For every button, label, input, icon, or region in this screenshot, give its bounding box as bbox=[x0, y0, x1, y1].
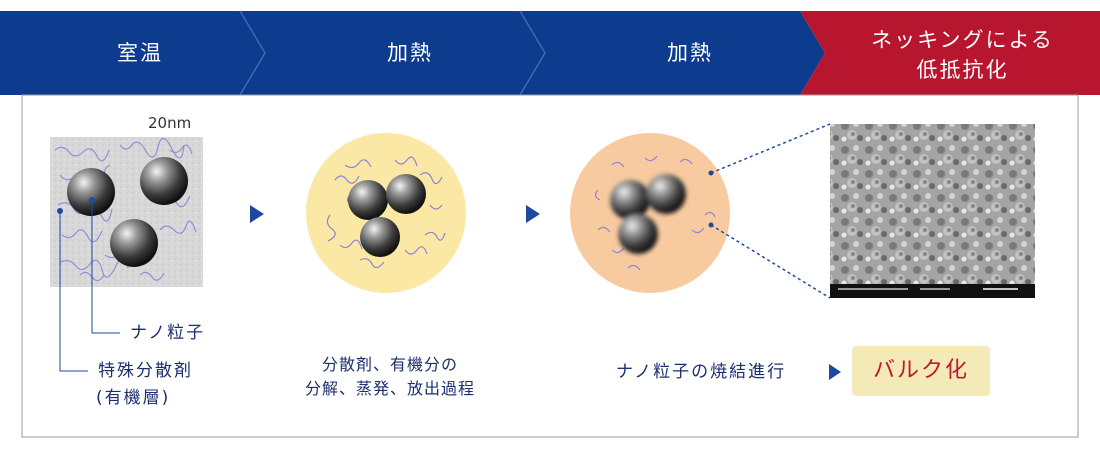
bulk-badge bbox=[852, 346, 990, 396]
dispersant-label-line2: (有機層) bbox=[96, 388, 171, 408]
arrow-right-icon bbox=[829, 364, 841, 380]
nanoparticle-micrograph bbox=[50, 137, 203, 287]
step-4-label-line2: 低抵抗化 bbox=[916, 58, 1009, 82]
sem-micrograph bbox=[830, 124, 1035, 298]
decomposition-label-line1: 分散剤、有機分の bbox=[321, 355, 458, 374]
nanoparticle-leader-line bbox=[91, 200, 120, 334]
step-3-label: 加熱 bbox=[667, 41, 713, 65]
nanoparticle-label: ナノ粒子 bbox=[130, 323, 206, 343]
step-2-chevron bbox=[240, 11, 545, 95]
arrow-right-icon bbox=[526, 205, 540, 223]
step-4-label-line1: ネッキングによる bbox=[871, 28, 1054, 52]
step-1-label: 室温 bbox=[117, 41, 163, 65]
decomposition-label-line2: 分解、蒸発、放出過程 bbox=[304, 379, 475, 398]
step-2-label: 加熱 bbox=[387, 41, 433, 65]
dispersant-label-line1: 特殊分散剤 bbox=[98, 361, 193, 381]
content-frame bbox=[21, 94, 1079, 438]
arrow-right-icon bbox=[250, 205, 264, 223]
scale-bar-label: 20nm bbox=[148, 114, 192, 132]
zoom-line-bottom bbox=[710, 224, 831, 299]
step-3-chevron bbox=[520, 11, 825, 95]
sintering-label: ナノ粒子の焼結進行 bbox=[616, 362, 787, 382]
sintering-particles bbox=[570, 133, 730, 293]
dispersant-leader-line bbox=[59, 211, 88, 372]
dispersed-particles bbox=[306, 133, 466, 293]
step-4-chevron bbox=[800, 11, 1100, 95]
bulk-label: バルク化 bbox=[872, 358, 969, 383]
zoom-line-top bbox=[710, 123, 831, 174]
step-1-chevron bbox=[0, 11, 265, 95]
